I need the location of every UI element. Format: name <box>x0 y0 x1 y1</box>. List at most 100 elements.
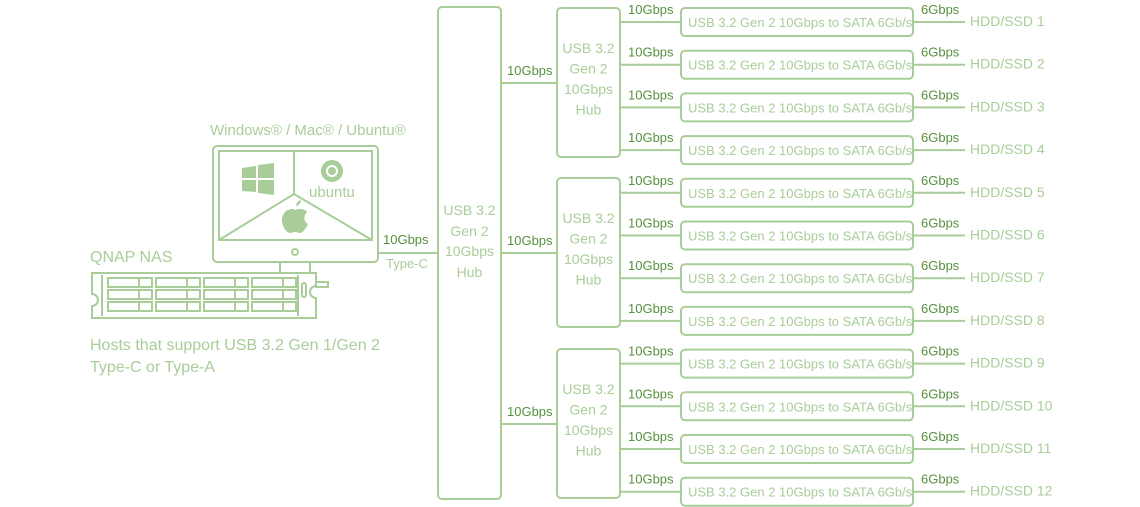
host-link-speed: 10Gbps <box>383 232 429 247</box>
svg-text:USB 3.2: USB 3.2 <box>443 202 495 218</box>
output-speed: 6Gbps <box>921 344 960 359</box>
input-speed: 10Gbps <box>628 45 674 60</box>
drive-label: HDD/SSD 9 <box>970 355 1045 371</box>
svg-text:10Gbps: 10Gbps <box>564 251 613 267</box>
output-speed: 6Gbps <box>921 45 960 60</box>
sata-bridge-label: USB 3.2 Gen 2 10Gbps to SATA 6Gb/s <box>688 229 913 244</box>
svg-text:Hub: Hub <box>457 264 483 280</box>
uplink-speed: 10Gbps <box>507 63 553 78</box>
sata-bridge-label: USB 3.2 Gen 2 10Gbps to SATA 6Gb/s <box>688 399 913 414</box>
drive-label: HDD/SSD 8 <box>970 312 1045 328</box>
drive-bay <box>251 277 297 288</box>
input-speed: 10Gbps <box>628 472 674 487</box>
output-speed: 6Gbps <box>921 2 960 17</box>
sata-bridge-label: USB 3.2 Gen 2 10Gbps to SATA 6Gb/s <box>688 58 913 73</box>
output-speed: 6Gbps <box>921 173 960 188</box>
drive-bay <box>155 277 201 288</box>
support-line-1: Hosts that support USB 3.2 Gen 1/Gen 2 <box>90 337 380 354</box>
sata-bridge-label: USB 3.2 Gen 2 10Gbps to SATA 6Gb/s <box>688 442 913 457</box>
svg-text:Gen 2: Gen 2 <box>569 402 607 418</box>
svg-text:USB 3.2: USB 3.2 <box>562 210 614 226</box>
main-hub: USB 3.2 Gen 2 10Gbps Hub <box>437 6 502 500</box>
drive-bay <box>203 289 249 300</box>
drive-bay <box>155 289 201 300</box>
drive-bay <box>107 301 153 312</box>
nas-device-icon <box>91 272 329 319</box>
output-speed: 6Gbps <box>921 258 960 273</box>
ubuntu-logo-icon: ubuntu <box>309 160 355 201</box>
drive-label: HDD/SSD 4 <box>970 141 1045 157</box>
drive-bay <box>107 277 153 288</box>
drive-bay <box>251 289 297 300</box>
uplink-speed: 10Gbps <box>507 404 553 419</box>
input-speed: 10Gbps <box>628 2 674 17</box>
output-speed: 6Gbps <box>921 216 960 231</box>
input-speed: 10Gbps <box>628 301 674 316</box>
svg-text:USB 3.2: USB 3.2 <box>562 40 614 56</box>
input-speed: 10Gbps <box>628 87 674 102</box>
sata-bridge-label: USB 3.2 Gen 2 10Gbps to SATA 6Gb/s <box>688 357 913 372</box>
windows-logo-icon <box>242 163 274 195</box>
sata-bridge-label: USB 3.2 Gen 2 10Gbps to SATA 6Gb/s <box>688 485 913 500</box>
drive-label: HDD/SSD 10 <box>970 397 1053 413</box>
sata-bridge-label: USB 3.2 Gen 2 10Gbps to SATA 6Gb/s <box>688 314 913 329</box>
svg-text:Gen 2: Gen 2 <box>569 61 607 77</box>
svg-text:10Gbps: 10Gbps <box>445 243 494 259</box>
drive-label: HDD/SSD 1 <box>970 13 1045 29</box>
output-speed: 6Gbps <box>921 130 960 145</box>
apple-logo-icon <box>282 200 308 233</box>
output-speed: 6Gbps <box>921 472 960 487</box>
os-title: Windows® / Mac® / Ubuntu® <box>210 122 406 139</box>
output-speed: 6Gbps <box>921 301 960 316</box>
input-speed: 10Gbps <box>628 130 674 145</box>
drive-label: HDD/SSD 2 <box>970 56 1045 72</box>
svg-text:Hub: Hub <box>576 443 602 459</box>
svg-text:Gen 2: Gen 2 <box>569 231 607 247</box>
support-line-2: Type-C or Type-A <box>90 359 215 376</box>
input-speed: 10Gbps <box>628 216 674 231</box>
svg-text:Hub: Hub <box>576 102 602 118</box>
drive-label: HDD/SSD 6 <box>970 227 1045 243</box>
sata-bridge-label: USB 3.2 Gen 2 10Gbps to SATA 6Gb/s <box>688 143 913 158</box>
drive-bay <box>155 301 201 312</box>
drive-bay <box>203 301 249 312</box>
drive-label: HDD/SSD 7 <box>970 269 1045 285</box>
nas-label: QNAP NAS <box>90 249 172 266</box>
uplink-speed: 10Gbps <box>507 233 553 248</box>
input-speed: 10Gbps <box>628 258 674 273</box>
svg-text:USB 3.2: USB 3.2 <box>562 381 614 397</box>
sata-bridge-label: USB 3.2 Gen 2 10Gbps to SATA 6Gb/s <box>688 15 913 30</box>
drive-label: HDD/SSD 5 <box>970 184 1045 200</box>
drive-bay <box>203 277 249 288</box>
svg-text:10Gbps: 10Gbps <box>564 422 613 438</box>
output-speed: 6Gbps <box>921 87 960 102</box>
input-speed: 10Gbps <box>628 173 674 188</box>
sata-bridge-label: USB 3.2 Gen 2 10Gbps to SATA 6Gb/s <box>688 271 913 286</box>
monitor-icon <box>212 145 379 274</box>
input-speed: 10Gbps <box>628 429 674 444</box>
host-link-type: Type-C <box>386 256 428 271</box>
drive-label: HDD/SSD 11 <box>970 440 1052 456</box>
sata-bridge-label: USB 3.2 Gen 2 10Gbps to SATA 6Gb/s <box>688 100 913 115</box>
input-speed: 10Gbps <box>628 344 674 359</box>
output-speed: 6Gbps <box>921 429 960 444</box>
svg-text:ubuntu: ubuntu <box>309 184 355 201</box>
drive-bay <box>107 289 153 300</box>
svg-text:Gen 2: Gen 2 <box>450 223 488 239</box>
svg-text:Hub: Hub <box>576 272 602 288</box>
